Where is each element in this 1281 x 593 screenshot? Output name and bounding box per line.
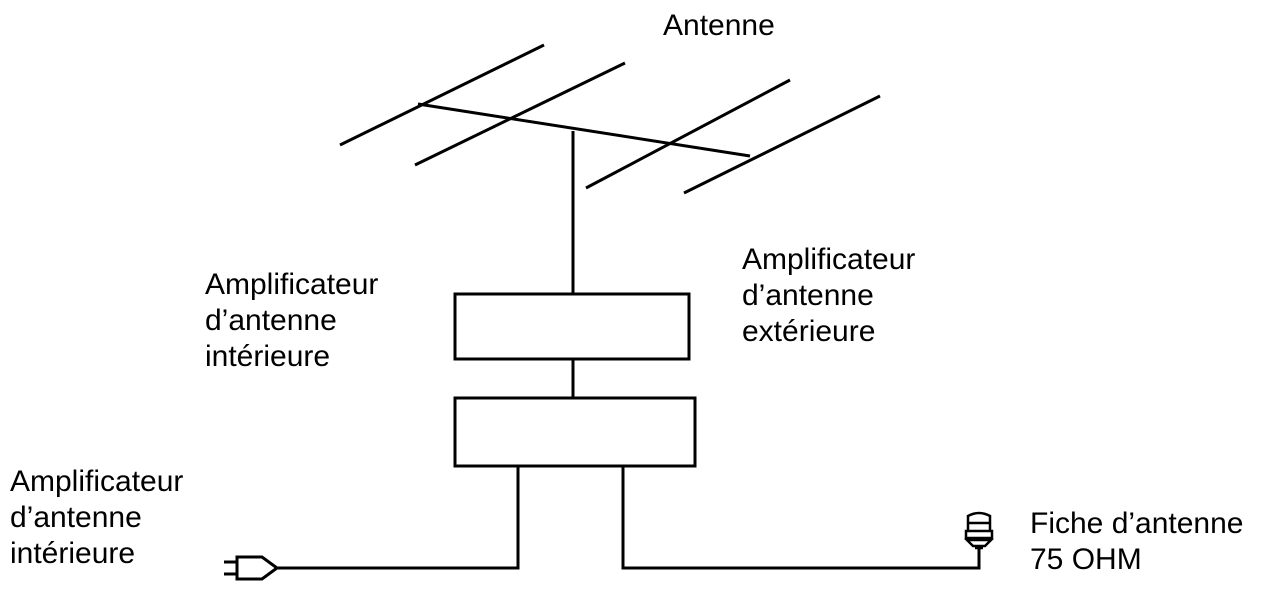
label-line: Amplificateur: [742, 243, 916, 276]
indoor-amplifier-box: [453, 396, 697, 468]
antenna-boom: [417, 102, 751, 158]
label-line: intérieure: [10, 537, 136, 570]
indoor-amplifier-label-bottom: Amplificateur d’antenne intérieure: [10, 464, 183, 572]
antenna-plug-label: Fiche d’antenne 75 OHM: [1030, 506, 1244, 578]
antenna-plug-icon: [963, 511, 995, 550]
power-plug-icon: [224, 555, 280, 581]
label-line: d’antenne: [205, 304, 337, 337]
antenna-element-4: [683, 94, 881, 195]
indoor-amplifier-label-top: Amplificateur d’antenne intérieure: [205, 267, 378, 375]
label-line: Amplificateur: [205, 268, 379, 301]
antenna-coax-cable: [621, 466, 981, 570]
power-cable: [277, 466, 520, 570]
label-line: Amplificateur: [10, 465, 184, 498]
outdoor-amplifier-box: [453, 292, 691, 361]
outdoor-amplifier-label: Amplificateur d’antenne extérieure: [742, 242, 915, 350]
label-line: d’antenne: [742, 279, 874, 312]
label-line: d’antenne: [10, 501, 142, 534]
antenna-element-3: [585, 78, 791, 190]
label-line: extérieure: [742, 315, 876, 348]
antenna-element-2: [414, 61, 626, 167]
yagi-antenna-icon: [339, 43, 881, 294]
label-line: intérieure: [205, 340, 331, 373]
antenna-element-1: [339, 43, 545, 147]
label-line: Fiche d’antenne: [1030, 507, 1244, 540]
label-line: 75 OHM: [1030, 543, 1142, 576]
antenna-label: Antenne: [663, 9, 775, 42]
